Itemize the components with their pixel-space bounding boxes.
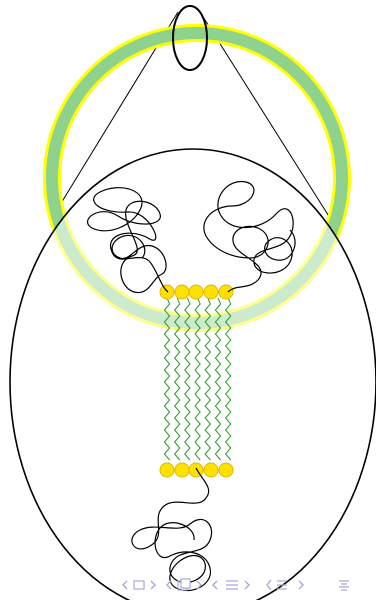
lipid-head [175, 463, 189, 477]
nav-next-subsection-icon[interactable] [194, 576, 204, 594]
nav-next-section-icon[interactable] [242, 576, 252, 594]
nav-prev-page-icon[interactable] [264, 576, 292, 594]
lipid-head [175, 285, 189, 299]
lipid-head [204, 285, 218, 299]
magnified-view-ellipse [10, 149, 376, 600]
lipid-head [204, 463, 218, 477]
nav-prev-section-icon[interactable] [210, 576, 220, 594]
lipid-head [189, 285, 203, 299]
nav-subsection-icon[interactable] [176, 576, 192, 594]
lipid-head [160, 463, 174, 477]
nav-next-frame-icon[interactable] [148, 576, 158, 594]
nav-prev-subsection-icon[interactable] [164, 576, 174, 594]
nav-section-icon[interactable] [224, 576, 240, 594]
nav-next-page-icon[interactable] [296, 576, 306, 594]
lipid-head [160, 285, 174, 299]
lipid-head [219, 285, 233, 299]
slide-navigation-bar [120, 576, 376, 594]
lipid-heads-outer [160, 285, 233, 299]
lipid-head [219, 463, 233, 477]
nav-prev-frame-icon[interactable] [120, 576, 130, 594]
nav-align-icon[interactable] [336, 576, 352, 594]
nav-frame-icon[interactable] [132, 576, 146, 594]
